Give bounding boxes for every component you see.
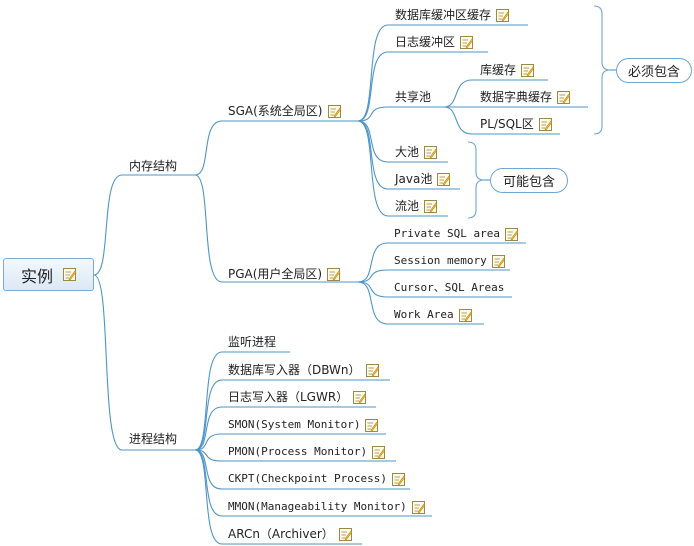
callout-label: 可能包含 [502,175,555,190]
node-label: 日志写入器（LGWR） [228,390,349,404]
note-icon[interactable] [504,227,518,241]
node-label: 流池 [395,199,420,213]
node-label: 日志缓冲区 [395,35,456,49]
sga-item-java-pool[interactable]: Java池 [395,171,451,187]
callout-optional[interactable]: 可能包含 [490,168,568,193]
node-label: SMON(System Monitor) [228,418,361,431]
node-label: MMON(Manageability Monitor) [228,500,407,513]
callout-label: 必须包含 [627,65,680,80]
note-icon[interactable] [63,268,76,281]
callout-required[interactable]: 必须包含 [616,58,692,83]
node-label: PGA(用户全局区) [228,267,323,281]
node-label: Session memory [394,254,487,267]
node-label: Java池 [395,172,433,186]
node-pga[interactable]: PGA(用户全局区) [228,266,341,282]
note-icon[interactable] [557,90,571,104]
pga-item-session-memory[interactable]: Session memory [394,253,505,269]
process-item-smon[interactable]: SMON(System Monitor) [228,417,379,433]
process-item-lgwr[interactable]: 日志写入器（LGWR） [228,389,367,405]
note-icon[interactable] [424,199,438,213]
branch-label: 进程结构 [129,432,178,446]
root-node-instance[interactable]: 实例 [3,258,94,291]
note-icon[interactable] [496,8,510,22]
node-label: 大池 [395,145,420,159]
process-item-ckpt[interactable]: CKPT(Checkpoint Process) [228,471,405,487]
branch-process-structure[interactable]: 进程结构 [129,431,177,447]
pga-item-private-sql-area[interactable]: Private SQL area [394,226,518,242]
process-item-arcn[interactable]: ARCn（Archiver） [228,526,352,542]
note-icon[interactable] [391,472,405,486]
node-label: 数据库写入器（DBWn） [228,363,361,377]
node-label: SGA(系统全局区) [228,104,323,118]
sga-item-shared-pool[interactable]: 共享池 [395,89,431,105]
note-icon[interactable] [424,145,438,159]
shared-pool-data-dictionary-cache[interactable]: 数据字典缓存 [480,89,571,105]
node-label: 数据库缓冲区缓存 [395,8,492,22]
note-icon[interactable] [365,418,379,432]
node-label: ARCn（Archiver） [228,527,334,541]
node-label: Private SQL area [394,227,500,240]
node-label: 监听进程 [228,335,277,349]
node-label: 库缓存 [480,63,517,77]
node-label: 数据字典缓存 [480,90,553,104]
sga-item-large-pool[interactable]: 大池 [395,144,438,160]
note-icon[interactable] [327,104,341,118]
branch-memory-structure[interactable]: 内存结构 [129,158,177,174]
note-icon[interactable] [458,308,472,322]
node-label: Work Area [394,308,454,321]
note-icon[interactable] [491,254,505,268]
pga-item-work-area[interactable]: Work Area [394,307,472,323]
shared-pool-library-cache[interactable]: 库缓存 [480,62,535,78]
process-item-mmon[interactable]: MMON(Manageability Monitor) [228,499,425,515]
process-item-listener[interactable]: 监听进程 [228,334,276,350]
pga-item-cursor-sql-areas[interactable]: Cursor、SQL Areas [394,280,504,296]
note-icon[interactable] [437,172,451,186]
process-item-dbwn[interactable]: 数据库写入器（DBWn） [228,362,379,378]
sga-item-redo-log-buffer[interactable]: 日志缓冲区 [395,34,474,50]
note-icon[interactable] [538,117,552,131]
note-icon[interactable] [372,445,386,459]
branch-label: 内存结构 [129,159,178,173]
node-label: 共享池 [395,90,432,104]
node-label: Cursor、SQL Areas [394,281,505,294]
node-label: CKPT(Checkpoint Process) [228,472,387,485]
node-sga[interactable]: SGA(系统全局区) [228,103,341,119]
sga-item-db-buffer-cache[interactable]: 数据库缓冲区缓存 [395,7,510,23]
node-label: PL/SQL区 [480,117,534,131]
note-icon[interactable] [327,267,341,281]
note-icon[interactable] [338,527,352,541]
note-icon[interactable] [411,500,425,514]
note-icon[interactable] [521,63,535,77]
sga-item-streams-pool[interactable]: 流池 [395,198,438,214]
note-icon[interactable] [365,363,379,377]
node-label: PMON(Process Monitor) [228,445,368,458]
note-icon[interactable] [460,35,474,49]
shared-pool-plsql-area[interactable]: PL/SQL区 [480,116,552,132]
root-label: 实例 [20,266,53,286]
note-icon[interactable] [353,390,367,404]
process-item-pmon[interactable]: PMON(Process Monitor) [228,444,386,460]
